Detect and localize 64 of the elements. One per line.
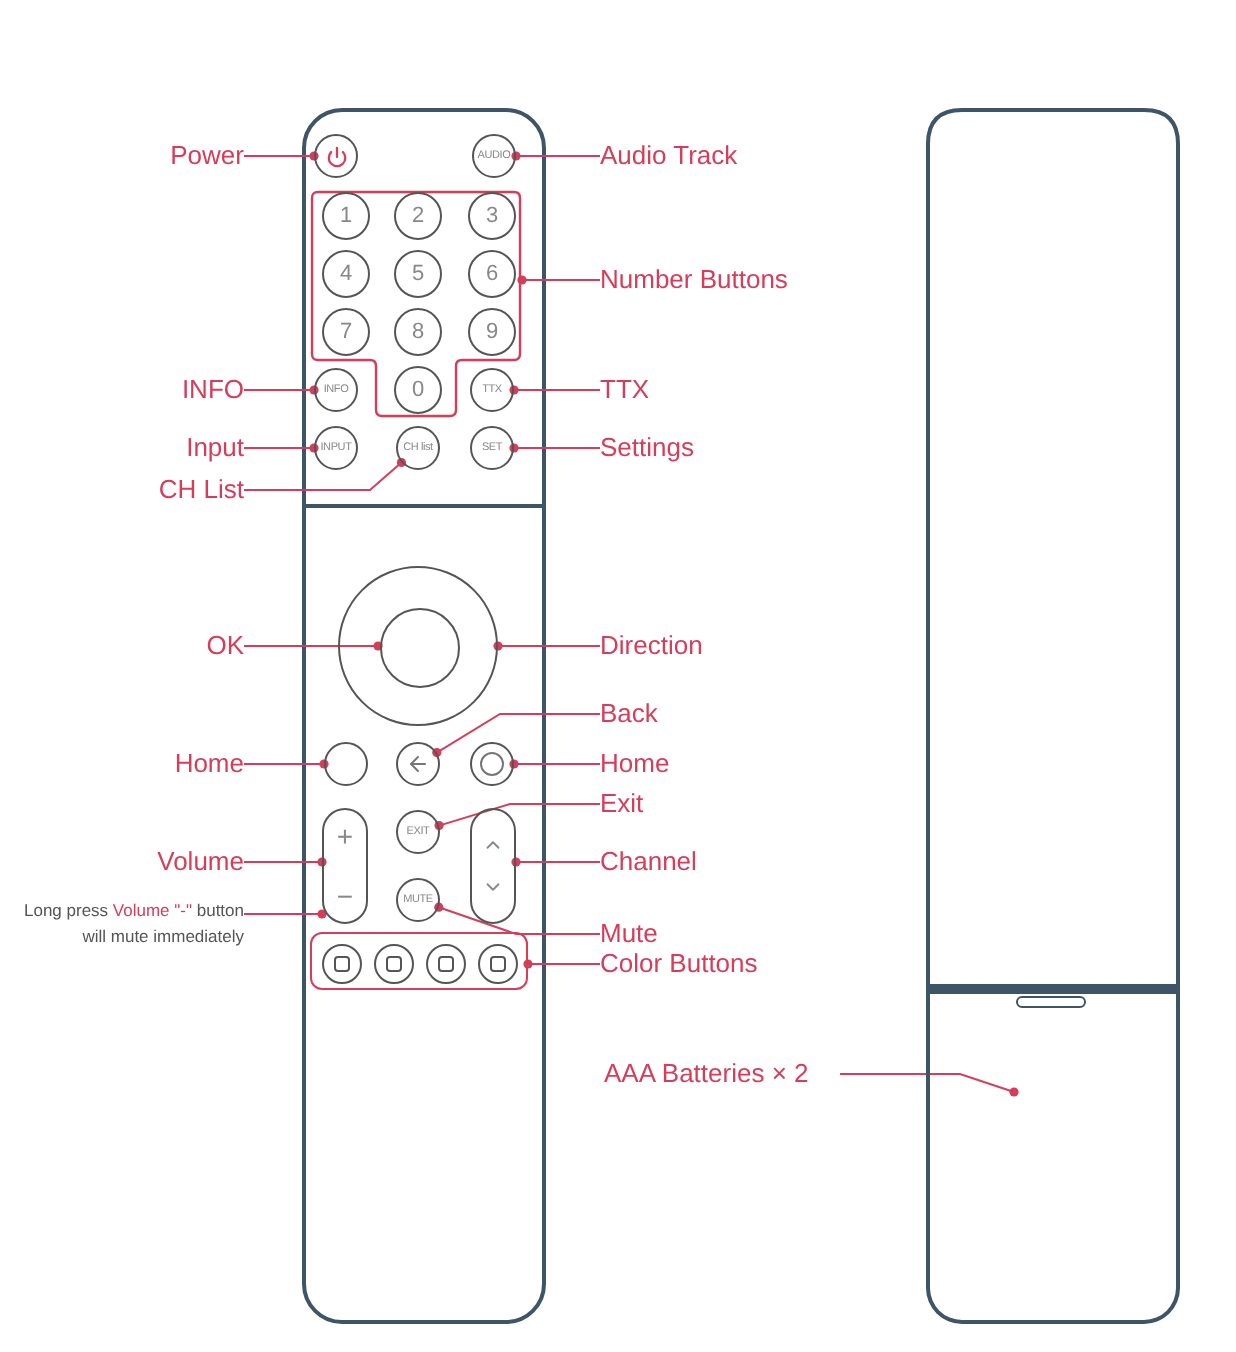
color-button	[322, 944, 362, 984]
ok-button	[380, 608, 460, 688]
remote-button: 6	[468, 250, 516, 298]
home-button	[324, 742, 368, 786]
callout-label: Mute	[600, 918, 900, 950]
leader-line	[509, 385, 601, 395]
channel-rocker	[470, 808, 516, 924]
remote-button: 9	[468, 308, 516, 356]
leader-line	[243, 909, 327, 919]
callout-label: Direction	[600, 630, 900, 662]
remote-button: 4	[322, 250, 370, 298]
remote-button: 7	[322, 308, 370, 356]
remote-button: 8	[394, 308, 442, 356]
callout-label: Home	[600, 748, 900, 780]
callout-label: Volume	[0, 846, 244, 878]
leader-line	[243, 641, 383, 651]
color-button	[374, 944, 414, 984]
callout-label: AAA Batteries × 2	[604, 1058, 840, 1090]
leader-line	[511, 857, 601, 867]
remote-button: 0	[394, 366, 442, 414]
leader-line	[509, 759, 601, 769]
leader-line	[243, 759, 329, 769]
home-button	[470, 742, 514, 786]
leader-line	[243, 857, 327, 867]
callout-label: Back	[600, 698, 900, 730]
callout-label: Channel	[600, 846, 900, 878]
callout-label: Exit	[600, 788, 900, 820]
remote-button: 1	[322, 192, 370, 240]
callout-label: TTX	[600, 374, 900, 406]
power-button	[314, 134, 358, 178]
leader-line	[434, 803, 601, 831]
color-button	[478, 944, 518, 984]
color-button-group-outline	[310, 932, 528, 990]
color-button	[426, 944, 466, 984]
direction-pad	[338, 566, 498, 726]
leader-line	[839, 1073, 1019, 1097]
callout-label: Settings	[600, 432, 900, 464]
leader-line	[243, 151, 319, 161]
callout-note: Long press Volume "-" button will mute immediately	[0, 898, 244, 950]
leader-line	[517, 275, 601, 285]
back-button	[396, 742, 440, 786]
leader-line	[243, 385, 319, 395]
callout-label: Number Buttons	[600, 264, 900, 296]
remote-button: 3	[468, 192, 516, 240]
callout-label: Power	[0, 140, 244, 172]
callout-label: INFO	[0, 374, 244, 406]
leader-line	[493, 641, 601, 651]
leader-line	[523, 959, 601, 969]
callout-label: Audio Track	[600, 140, 900, 172]
leader-line	[434, 902, 601, 935]
callout-label: Home	[0, 748, 244, 780]
callout-label: OK	[0, 630, 244, 662]
battery-compartment	[926, 984, 1180, 1324]
leader-line	[243, 443, 319, 453]
leader-line	[511, 151, 601, 161]
volume-rocker: + −	[322, 808, 368, 924]
callout-label: Color Buttons	[600, 948, 900, 980]
leader-line	[243, 457, 407, 491]
leader-line	[432, 713, 601, 758]
remote-button: 2	[394, 192, 442, 240]
callout-label: CH List	[0, 474, 244, 506]
callout-label: Input	[0, 432, 244, 464]
remote-button: 5	[394, 250, 442, 298]
leader-line	[509, 443, 601, 453]
